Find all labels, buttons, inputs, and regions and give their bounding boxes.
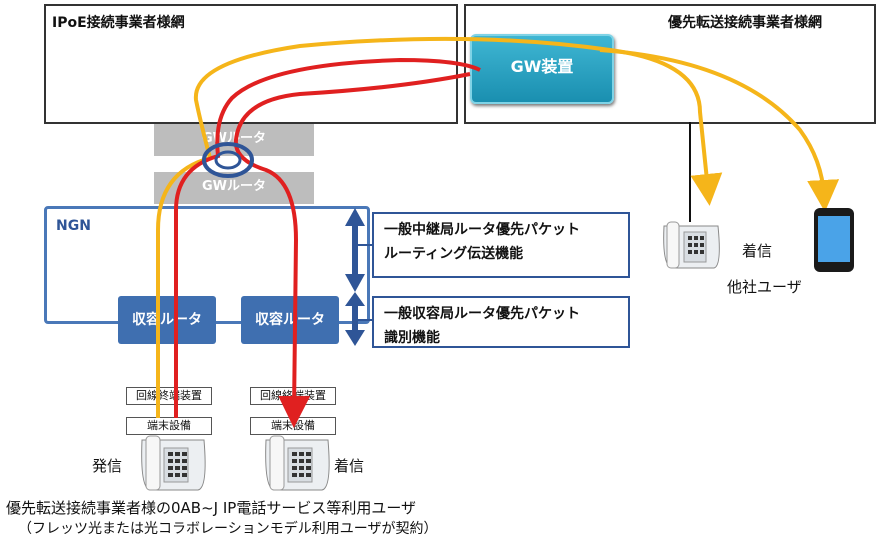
other-carrier-phone-icon bbox=[663, 221, 720, 269]
relay-function-line-2: ルーティング伝送機能 bbox=[384, 246, 524, 262]
incoming-label: 着信 bbox=[334, 457, 365, 475]
caption-line-1: 優先転送接続事業者様の0AB~J IP電話サービス等利用ユーザ bbox=[6, 499, 417, 517]
accommodation-router-2: 収容ルータ bbox=[241, 296, 339, 344]
red-call-path-return bbox=[233, 72, 471, 428]
priority-ring-outer bbox=[202, 142, 254, 178]
terminal-equipment-1: 端末設備 bbox=[126, 417, 212, 435]
relay-function-line-1: 一般中継局ルータ優先パケット bbox=[384, 222, 580, 238]
relay-function-callout: 一般中継局ルータ優先パケット ルーティング伝送機能 bbox=[372, 212, 630, 278]
priority-network-title: 優先転送接続事業者様網 bbox=[668, 15, 822, 31]
line-terminal-1: 回線終端装置 bbox=[126, 387, 212, 405]
yellow-call-path-branch bbox=[599, 48, 840, 212]
smartphone-icon bbox=[814, 208, 854, 272]
gw-device: GW装置 bbox=[470, 34, 614, 104]
ngn-title: NGN bbox=[56, 218, 91, 234]
accommodation-function-line-1: 一般収容局ルータ優先パケット bbox=[384, 306, 580, 322]
ipoe-network-box bbox=[44, 4, 458, 124]
accommodation-function-line-2: 識別機能 bbox=[384, 330, 440, 346]
accommodation-router-1: 収容ルータ bbox=[118, 296, 216, 344]
caller-phone-icon bbox=[141, 435, 206, 491]
yellow-call-path bbox=[156, 36, 723, 418]
priority-ring-inner bbox=[214, 150, 242, 170]
ipoe-network-title: IPoE接続事業者様網 bbox=[52, 15, 185, 31]
accommodation-function-callout: 一般収容局ルータ優先パケット 識別機能 bbox=[372, 296, 630, 348]
red-call-path bbox=[174, 57, 481, 418]
caption-line-2: （フレッツ光または光コラボレーションモデル利用ユーザが契約） bbox=[18, 521, 438, 537]
other-carrier-user-label: 他社ユーザ bbox=[727, 278, 802, 296]
relay-range-arrow bbox=[345, 208, 365, 292]
outgoing-label: 発信 bbox=[92, 457, 123, 475]
receiver-phone-icon bbox=[265, 435, 330, 491]
incoming-other-label: 着信 bbox=[742, 242, 773, 260]
accommodation-range-arrow bbox=[345, 292, 365, 346]
